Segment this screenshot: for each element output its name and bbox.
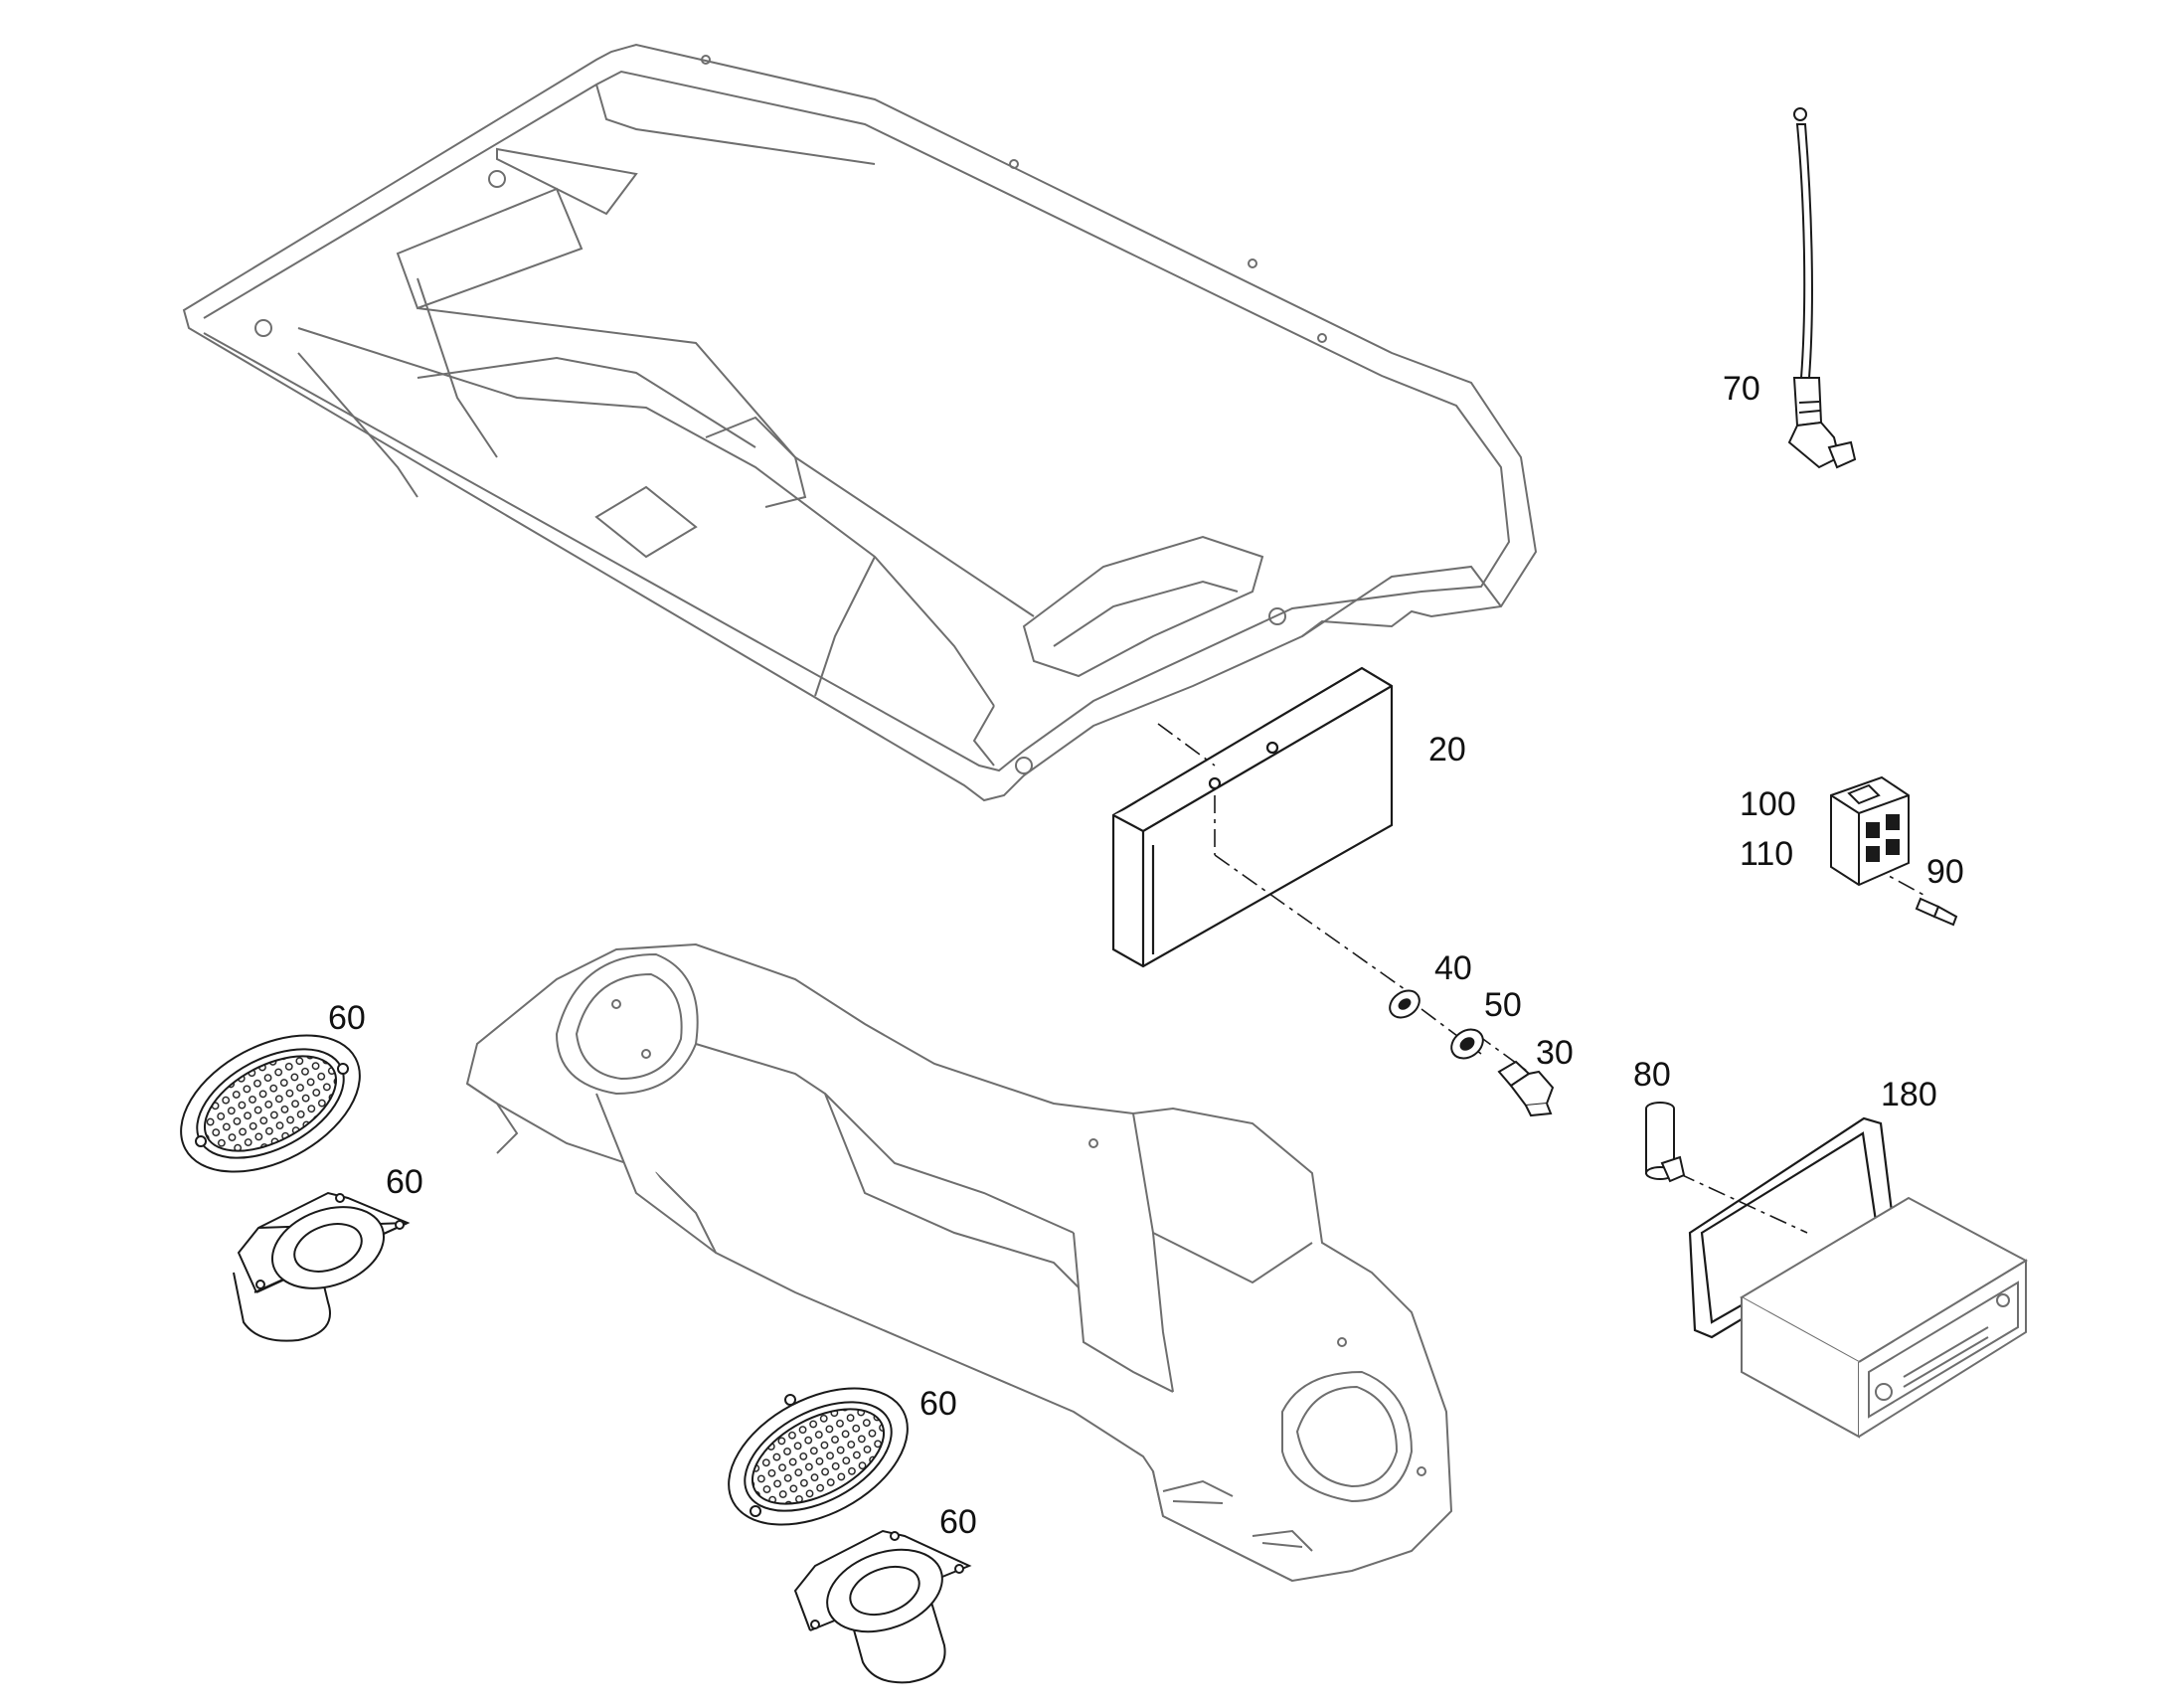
label-80: 80 (1633, 1056, 1671, 1094)
rear-shelf-housing (465, 942, 1453, 1583)
headliner-panel (182, 43, 1538, 802)
part-20-box (1111, 666, 1394, 968)
label-30: 30 (1536, 1034, 1574, 1072)
part-80-sleeve (1645, 1102, 1686, 1183)
label-110: 110 (1740, 835, 1793, 873)
label-90: 90 (1926, 853, 1964, 891)
part-70-antenna (1787, 107, 1857, 469)
label-50: 50 (1484, 986, 1522, 1024)
part-100-110-connector (1830, 775, 1910, 887)
part-60-speaker-middle (793, 1529, 972, 1684)
part-60-grille-left (180, 1034, 361, 1173)
label-60-grille-middle: 60 (919, 1385, 957, 1423)
part-30-bolt (1497, 1060, 1555, 1117)
radio-unit (1739, 1196, 2029, 1439)
callout-labels: 70 20 100 110 90 40 50 30 80 180 60 60 6… (328, 370, 1964, 1541)
label-60-speaker-middle: 60 (939, 1503, 977, 1541)
label-40: 40 (1434, 949, 1472, 987)
label-180: 180 (1881, 1076, 1937, 1113)
part-40-washer (1389, 989, 1421, 1019)
label-20: 20 (1428, 731, 1466, 769)
label-60-grille-left: 60 (328, 999, 366, 1037)
label-100: 100 (1740, 785, 1796, 823)
part-50-washer (1450, 1028, 1484, 1060)
part-60-speaker-left (233, 1191, 411, 1342)
part-60-grille-middle (728, 1387, 909, 1526)
label-70: 70 (1723, 370, 1760, 408)
part-90-pin (1915, 897, 1958, 927)
label-60-speaker-left: 60 (386, 1163, 423, 1201)
